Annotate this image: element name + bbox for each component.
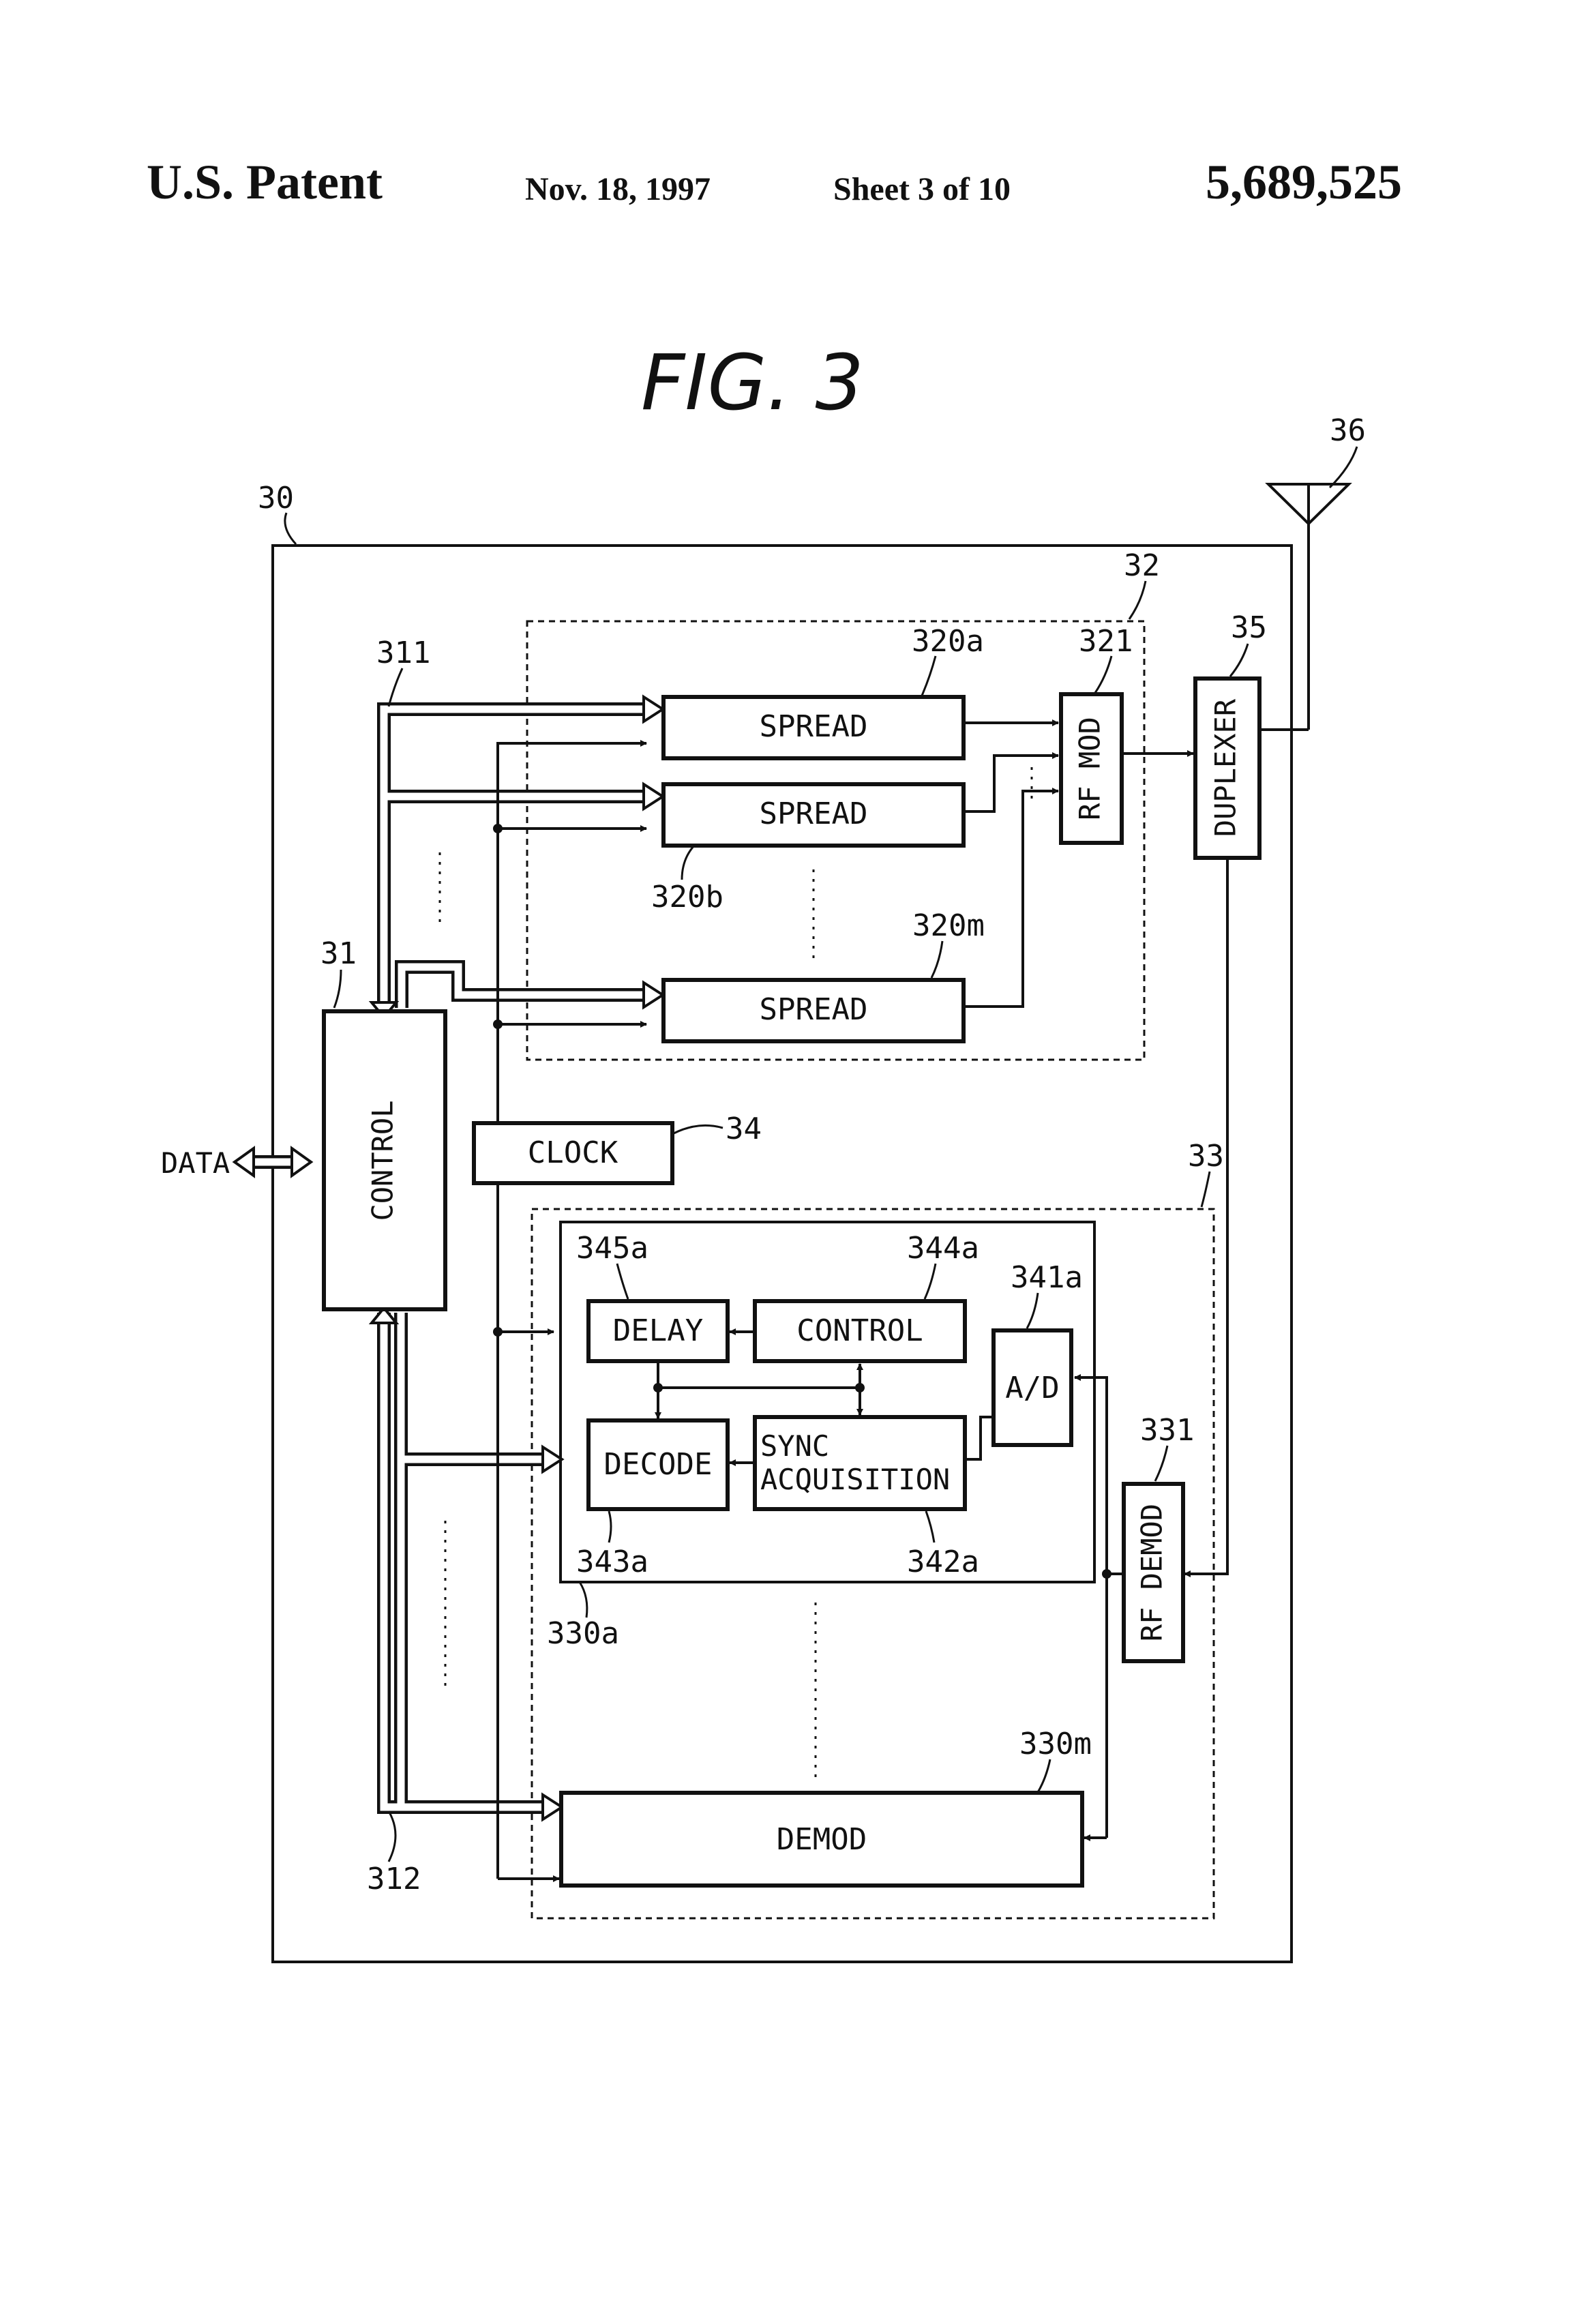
leader-ctrl-a [925,1264,936,1299]
decode-label: DECODE [604,1447,713,1482]
spread-m-label: SPREAD [760,992,868,1027]
leader-decode [609,1511,611,1543]
rf-mod-label: RF MOD [1073,717,1107,820]
ctrl-a-label: CONTROL [796,1313,923,1348]
leader-bus-out [389,1811,395,1862]
ref-receiver: 33 [1188,1139,1224,1174]
spread-outputs [964,723,1058,1007]
bus-arrow-spread-m [644,983,663,1007]
leader-demod-m [1038,1759,1050,1792]
leader-spread-b [682,846,694,880]
ref-spread-b: 320b [651,880,723,914]
delay-decode-links [653,1361,865,1418]
data-label: DATA [161,1146,230,1180]
leader-bus-in [389,668,402,706]
ref-spread-a: 320a [912,624,984,659]
duplexer-to-rf-demod [1184,858,1227,1574]
bus-arrow-spread-a [644,697,663,721]
ref-duplexer: 35 [1231,610,1267,645]
figure-title: FIG. 3 [641,339,864,428]
leader-receiver [1202,1172,1210,1207]
sync-label-line1: SYNC [760,1429,829,1463]
ref-spread-m: 320m [912,908,985,943]
leader-demod-a [580,1582,587,1618]
bus-311 [384,709,646,1008]
rf-demod-label: RF DEMOD [1135,1504,1169,1641]
leader-delay [617,1264,628,1299]
clock-label: CLOCK [528,1135,618,1170]
bus-arrow-spread-b [644,784,663,809]
ref-demod-m: 330m [1019,1727,1092,1761]
ref-antenna: 36 [1330,413,1366,448]
leader-sync [926,1511,934,1543]
header-patent-label: U.S. Patent [147,155,383,209]
rf-demod-outputs [1075,1377,1124,1838]
leader-spread-m [931,941,942,978]
ref-bus-in: 311 [376,636,430,670]
ref-decode: 343a [576,1545,648,1579]
ref-control: 31 [320,936,357,971]
demod-m-label: DEMOD [777,1822,867,1857]
ad-to-sync [965,1417,994,1459]
leader-station [285,513,296,544]
bus-arrow-decode [543,1447,562,1472]
ref-station: 30 [258,481,294,516]
ref-rf-demod: 331 [1140,1413,1194,1448]
leader-transmitter [1129,581,1146,619]
ref-demod-a: 330a [547,1616,619,1651]
leader-antenna [1330,447,1357,488]
control-label: CONTROL [366,1100,400,1221]
bus-312 [384,1313,546,1807]
ref-rf-mod: 321 [1079,624,1133,659]
leader-rf-demod [1155,1446,1167,1481]
ref-sync: 342a [907,1545,979,1579]
ref-clock: 34 [726,1112,762,1146]
ref-ad: 341a [1011,1260,1083,1295]
leader-clock [674,1125,723,1133]
spread-b-label: SPREAD [760,796,868,831]
sync-label-line2: ACQUISITION [760,1463,950,1496]
duplexer-label: DUPLEXER [1209,698,1242,837]
bus-arrow-demod [543,1795,562,1819]
leader-duplexer [1230,644,1248,676]
spread-a-label: SPREAD [760,709,868,744]
ref-bus-out: 312 [367,1862,421,1896]
antenna-icon [1268,484,1349,730]
ref-delay: 345a [576,1231,648,1266]
ad-label: A/D [1005,1371,1059,1405]
header-sheet: Sheet 3 of 10 [833,171,1011,207]
leader-spread-a [922,656,936,696]
header-patent-number: 5,689,525 [1206,155,1402,209]
leader-control [334,970,341,1008]
delay-label: DELAY [613,1313,703,1348]
leader-ad [1027,1293,1038,1328]
leader-rf-mod [1095,656,1111,693]
header-date: Nov. 18, 1997 [525,171,711,207]
ref-ctrl-a: 344a [907,1231,979,1266]
ref-transmitter: 32 [1124,548,1160,583]
